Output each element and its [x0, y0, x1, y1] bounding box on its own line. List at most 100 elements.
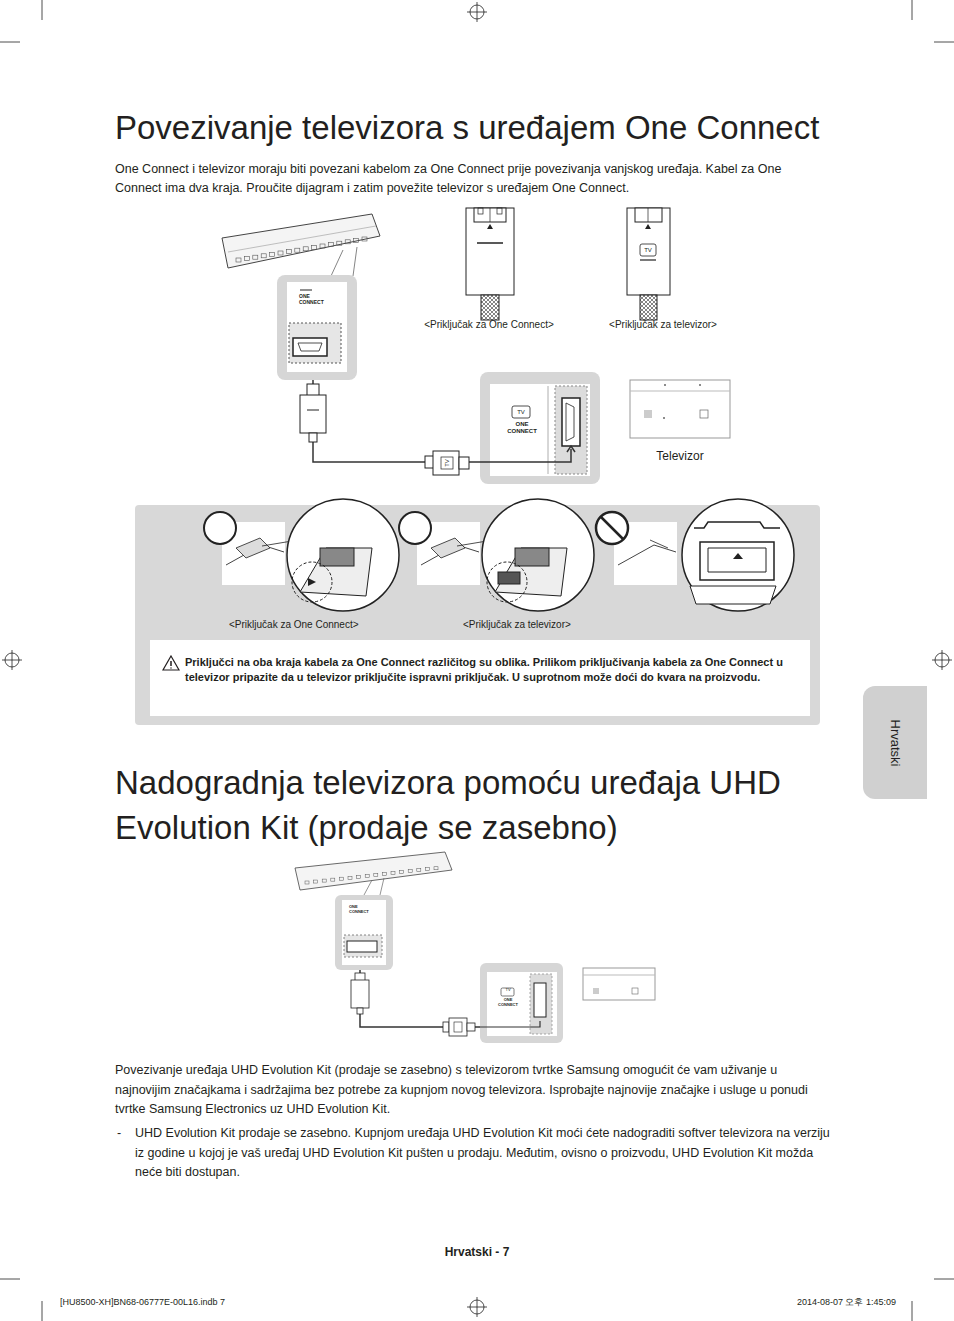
registration-marks — [467, 1297, 487, 1317]
correct-one-connect-end — [204, 512, 236, 544]
one-connect-device — [312, 245, 317, 249]
one-connect-callout — [277, 275, 357, 380]
page-heading: Povezivanje televizora s uređajem One Co… — [115, 108, 875, 148]
one-connect-callout-small — [335, 895, 393, 970]
cable-plug-one-connect — [300, 384, 326, 442]
one-connect-device-small — [382, 872, 386, 875]
one-connect-device — [362, 237, 367, 241]
cable-plug-tv — [433, 451, 459, 475]
tv-port-callout-small — [534, 983, 546, 1017]
cable-plug-small — [443, 1022, 449, 1032]
television-small — [583, 975, 655, 976]
page-number: Hrvatski - 7 — [377, 1245, 577, 1259]
wrong-connection — [596, 512, 628, 544]
print-date: 2014-08-07 오후 1:45:09 — [700, 1297, 896, 1308]
cable-connector — [313, 380, 480, 462]
cable-plug-tv — [459, 457, 469, 469]
correct-tv-end — [498, 572, 520, 584]
tv-port-callout — [480, 372, 600, 484]
one-connect-device — [337, 241, 342, 245]
one-connect-device-small — [331, 878, 335, 881]
television-small — [593, 988, 599, 994]
one-connect-device-small — [365, 874, 369, 877]
registration-marks — [2, 650, 22, 670]
correct-one-connect-end — [320, 548, 354, 566]
cable-plug-tv — [441, 457, 453, 469]
plug-tv-end — [640, 244, 656, 256]
cable-plug-one-connect — [309, 433, 317, 442]
television — [630, 391, 730, 392]
one-connect-device — [320, 244, 325, 248]
television — [664, 384, 666, 386]
one-connect-device-small — [295, 852, 452, 890]
one-connect-device — [295, 248, 300, 252]
callout-box-text: ONE CONNECT — [498, 997, 518, 1007]
one-connect-device — [278, 251, 283, 255]
device-label: Televizor — [640, 449, 720, 463]
correct-tv-end — [431, 538, 465, 558]
tv-port-callout-small — [480, 963, 563, 1043]
plug-tv-end — [627, 208, 670, 295]
tv-port-callout — [480, 449, 571, 462]
wrong-connection — [601, 517, 623, 539]
wrong-connection — [650, 540, 668, 548]
one-connect-device-small — [314, 880, 318, 883]
correct-one-connect-end — [308, 578, 316, 586]
wrong-connection — [733, 553, 743, 559]
one-connect-device — [328, 243, 333, 247]
one-connect-device — [222, 214, 380, 268]
instruction-panel: Priključci na oba kraja kabela za One Co… — [135, 505, 820, 725]
plug-tv-end — [648, 208, 649, 222]
body-paragraph: Povezivanje uređaja UHD Evolution Kit (p… — [115, 1061, 830, 1120]
plug-tv-end — [627, 208, 670, 320]
cable-plug-small — [351, 980, 369, 1008]
correct-one-connect-end — [292, 562, 332, 602]
plug-tv-end — [635, 208, 662, 222]
plug-one-connect-end — [477, 242, 503, 244]
plug-one-connect-end — [466, 208, 514, 320]
tv-port-callout — [548, 386, 549, 474]
correct-tv-end — [399, 512, 431, 544]
cable-plug-small — [467, 1023, 475, 1031]
one-connect-device-small — [364, 878, 384, 895]
one-connect-device-small — [408, 870, 412, 873]
one-connect-callout-small — [335, 895, 393, 970]
one-connect-device — [331, 247, 357, 276]
tv-port-callout — [567, 446, 575, 452]
one-connect-device-small — [391, 872, 395, 875]
television — [663, 417, 665, 419]
section-heading: Nadogradnja televizora pomoću uređaja UH… — [115, 760, 835, 850]
cable-plug-one-connect — [300, 395, 326, 433]
correct-tv-end — [495, 548, 567, 596]
correct-one-connect-end — [300, 548, 372, 596]
plug-one-connect-end — [487, 224, 493, 229]
wrong-connection — [708, 548, 766, 572]
warning-box: Priključci na oba kraja kabela za One Co… — [150, 640, 810, 716]
connector-caption: <Priključak za televizor> — [596, 319, 730, 331]
one-connect-device — [286, 250, 291, 254]
callout-box-text: TV — [500, 987, 516, 993]
warning-icon — [170, 661, 172, 669]
cable-plug-small — [454, 1022, 462, 1032]
wrong-connection — [700, 542, 774, 580]
one-connect-device-small — [348, 876, 352, 879]
one-connect-device-small — [434, 867, 438, 870]
bullet-mark: - — [117, 1124, 127, 1144]
callout-box-text: ONE CONNECT — [506, 421, 538, 435]
one-connect-device — [303, 247, 308, 251]
one-connect-callout — [293, 338, 327, 356]
one-connect-device-small — [295, 852, 452, 895]
callout-box: TVONE CONNECT — [480, 372, 600, 484]
one-connect-device — [244, 257, 249, 261]
one-connect-device-small — [425, 868, 429, 871]
television-small — [632, 988, 638, 994]
file-name: [HU8500-XH]BN68-06777E-00L16.indb 7 — [60, 1297, 360, 1308]
plug-one-connect-end — [481, 295, 499, 320]
one-connect-callout — [289, 323, 341, 363]
callout-box-text: ONE CONNECT — [299, 293, 325, 305]
callout-box: TV ONE CONNECT — [480, 963, 563, 1043]
one-connect-device — [222, 214, 380, 276]
instruction-panel-text: <Priključak za One Connect> — [229, 619, 379, 631]
